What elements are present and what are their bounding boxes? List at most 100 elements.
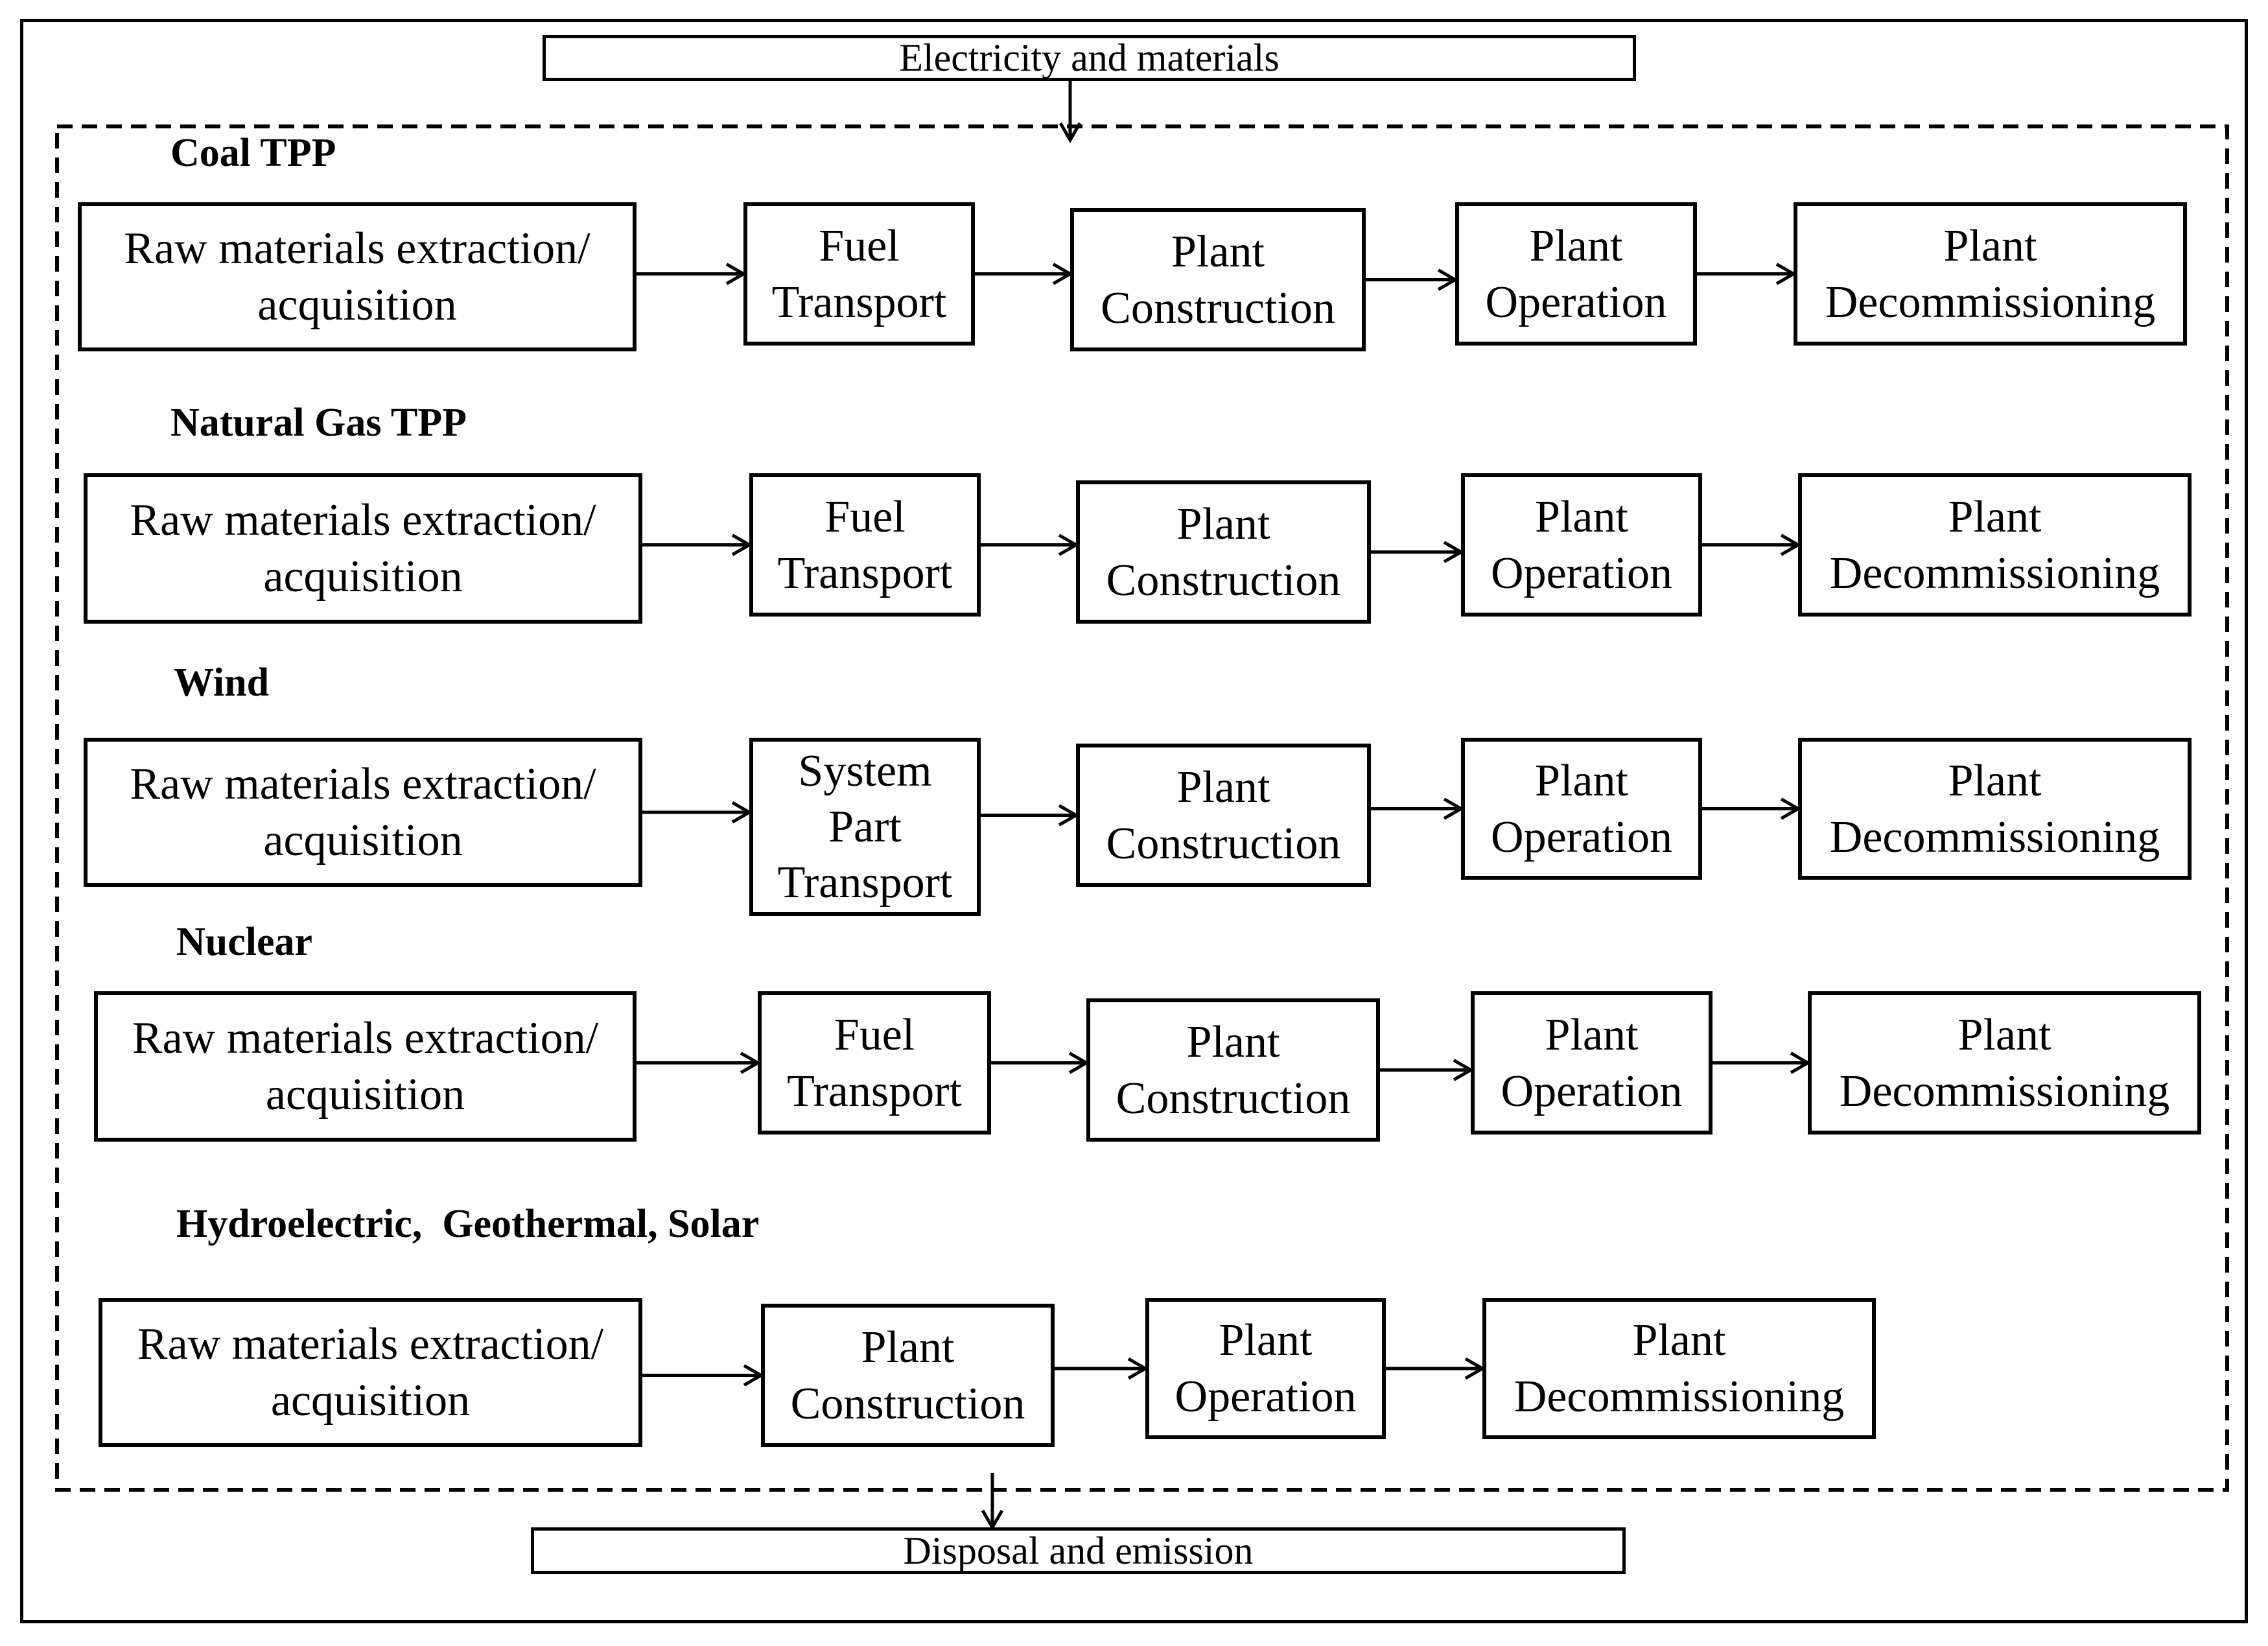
flow-arrow (642, 534, 753, 556)
step-plant-construction: Plant Construction (1070, 208, 1366, 351)
step-label-line: Plant (1186, 1017, 1280, 1067)
step-label-line: Decommissioning (1829, 548, 2160, 598)
output-label: Disposal and emission (903, 1529, 1254, 1572)
step-label-line: Fuel (819, 220, 900, 271)
flow-arrow (975, 263, 1074, 285)
step-label-line: Construction (1101, 283, 1335, 333)
step-plant-construction: Plant Construction (1086, 998, 1380, 1142)
step-raw-materials-extraction: Raw materials extraction/ acquisition (84, 738, 642, 887)
step-fuel-transport: Fuel Transport (758, 991, 991, 1135)
flow-arrow (981, 534, 1080, 556)
step-label-line: Transport (787, 1066, 962, 1116)
step-label-line: Decommissioning (1514, 1372, 1845, 1422)
step-plant-construction: Plant Construction (761, 1304, 1055, 1447)
step-label-line: Fuel (824, 491, 906, 542)
step-raw-materials-extraction: Raw materials extraction/ acquisition (99, 1298, 642, 1447)
outer-frame (20, 19, 2248, 1623)
step-plant-decommissioning: Plant Decommissioning (1482, 1298, 1876, 1439)
input-arrow (1058, 81, 1082, 144)
step-label-line: Plant (1948, 491, 2042, 542)
step-label-line: Plant (861, 1322, 955, 1372)
step-plant-decommissioning: Plant Decommissioning (1794, 202, 2187, 346)
step-label-line: Raw materials extraction/ (132, 1013, 599, 1063)
step-label-line: Plant (1529, 220, 1623, 271)
step-label-line: Transport (777, 548, 953, 598)
step-raw-materials-extraction: Raw materials extraction/ acquisition (78, 202, 637, 351)
group-label-natural-gas-tpp: Natural Gas TPP (170, 401, 467, 445)
step-label-line: Construction (1116, 1073, 1351, 1123)
group-label-wind: Wind (174, 661, 270, 705)
step-label-line: Plant (1943, 220, 2037, 271)
flow-arrow (1371, 541, 1465, 563)
step-plant-construction: Plant Construction (1076, 744, 1371, 887)
step-label-line: Raw materials extraction/ (124, 224, 590, 274)
step-raw-materials-extraction: Raw materials extraction/ acquisition (94, 991, 637, 1142)
flow-arrow (1713, 1052, 1812, 1074)
step-plant-operation: Plant Operation (1461, 473, 1702, 617)
flow-arrow (991, 1052, 1090, 1074)
step-label-line: acquisition (257, 280, 457, 330)
step-fuel-transport: Fuel Transport (743, 202, 975, 346)
step-label-line: Operation (1491, 812, 1672, 862)
step-label-line: Construction (1106, 818, 1341, 869)
input-box: Electricity and materials (543, 35, 1636, 81)
step-label-line: Plant (1176, 499, 1270, 549)
step-label-line: Plant (1171, 226, 1265, 277)
flow-arrow (1702, 534, 1802, 556)
step-label-line: Operation (1501, 1066, 1683, 1116)
step-label-line: Operation (1175, 1372, 1357, 1422)
step-label-line: acquisition (263, 552, 463, 602)
step-plant-decommissioning: Plant Decommissioning (1798, 473, 2192, 617)
step-label-line: Raw materials extraction/ (130, 495, 596, 545)
flow-arrow (1697, 263, 1797, 285)
step-plant-operation: Plant Operation (1461, 738, 1702, 880)
flow-arrow (981, 804, 1080, 827)
flow-arrow (1380, 1059, 1475, 1081)
step-plant-operation: Plant Operation (1471, 991, 1713, 1135)
step-label-line: Construction (1106, 555, 1341, 605)
step-label-line: acquisition (265, 1070, 465, 1120)
flow-arrow (1055, 1357, 1149, 1380)
step-label-line: System (798, 746, 932, 796)
step-label-line: Plant (1958, 1009, 2052, 1060)
step-label-line: Plant (1545, 1009, 1639, 1060)
step-system-part-transport: System Part Transport (749, 738, 981, 916)
system-boundary-dashed (55, 124, 2229, 1492)
group-label-hydro-geothermal-solar: Hydroelectric, Geothermal, Solar (176, 1202, 760, 1246)
step-plant-operation: Plant Operation (1455, 202, 1697, 346)
step-label-line: Plant (1948, 755, 2042, 806)
group-label-nuclear: Nuclear (176, 920, 313, 964)
step-label-line: Transport (771, 277, 947, 327)
step-label-line: Plant (1535, 755, 1628, 806)
step-label-line: Plant (1176, 762, 1270, 812)
step-plant-construction: Plant Construction (1076, 480, 1371, 624)
input-label: Electricity and materials (899, 36, 1280, 79)
step-label-line: Plant (1632, 1315, 1726, 1365)
step-label-line: acquisition (270, 1376, 471, 1426)
step-label-line: Operation (1485, 277, 1667, 327)
flow-arrow (637, 263, 747, 285)
step-plant-operation: Plant Operation (1145, 1298, 1386, 1439)
step-fuel-transport: Fuel Transport (749, 473, 981, 617)
flow-arrow (1702, 797, 1802, 820)
flow-arrow (1386, 1357, 1486, 1380)
step-label-line: Fuel (834, 1009, 915, 1060)
step-label-line: Plant (1535, 491, 1628, 542)
step-label-line: Transport (777, 857, 953, 908)
step-label-line: Plant (1219, 1315, 1313, 1365)
step-label-line: Decommissioning (1839, 1066, 2170, 1116)
group-label-coal-tpp: Coal TPP (170, 131, 336, 175)
step-label-line: Raw materials extraction/ (137, 1319, 604, 1369)
flow-arrow (637, 1052, 762, 1074)
step-label-line: Decommissioning (1829, 812, 2160, 862)
output-box: Disposal and emission (531, 1527, 1626, 1574)
flow-arrow (642, 801, 753, 824)
step-label-line: Decommissioning (1825, 277, 2156, 327)
flow-arrow (1371, 797, 1465, 820)
step-raw-materials-extraction: Raw materials extraction/ acquisition (84, 473, 642, 624)
step-label-line: Raw materials extraction/ (130, 759, 596, 809)
step-plant-decommissioning: Plant Decommissioning (1798, 738, 2192, 880)
flow-arrow (642, 1364, 765, 1387)
output-arrow (981, 1473, 1004, 1531)
